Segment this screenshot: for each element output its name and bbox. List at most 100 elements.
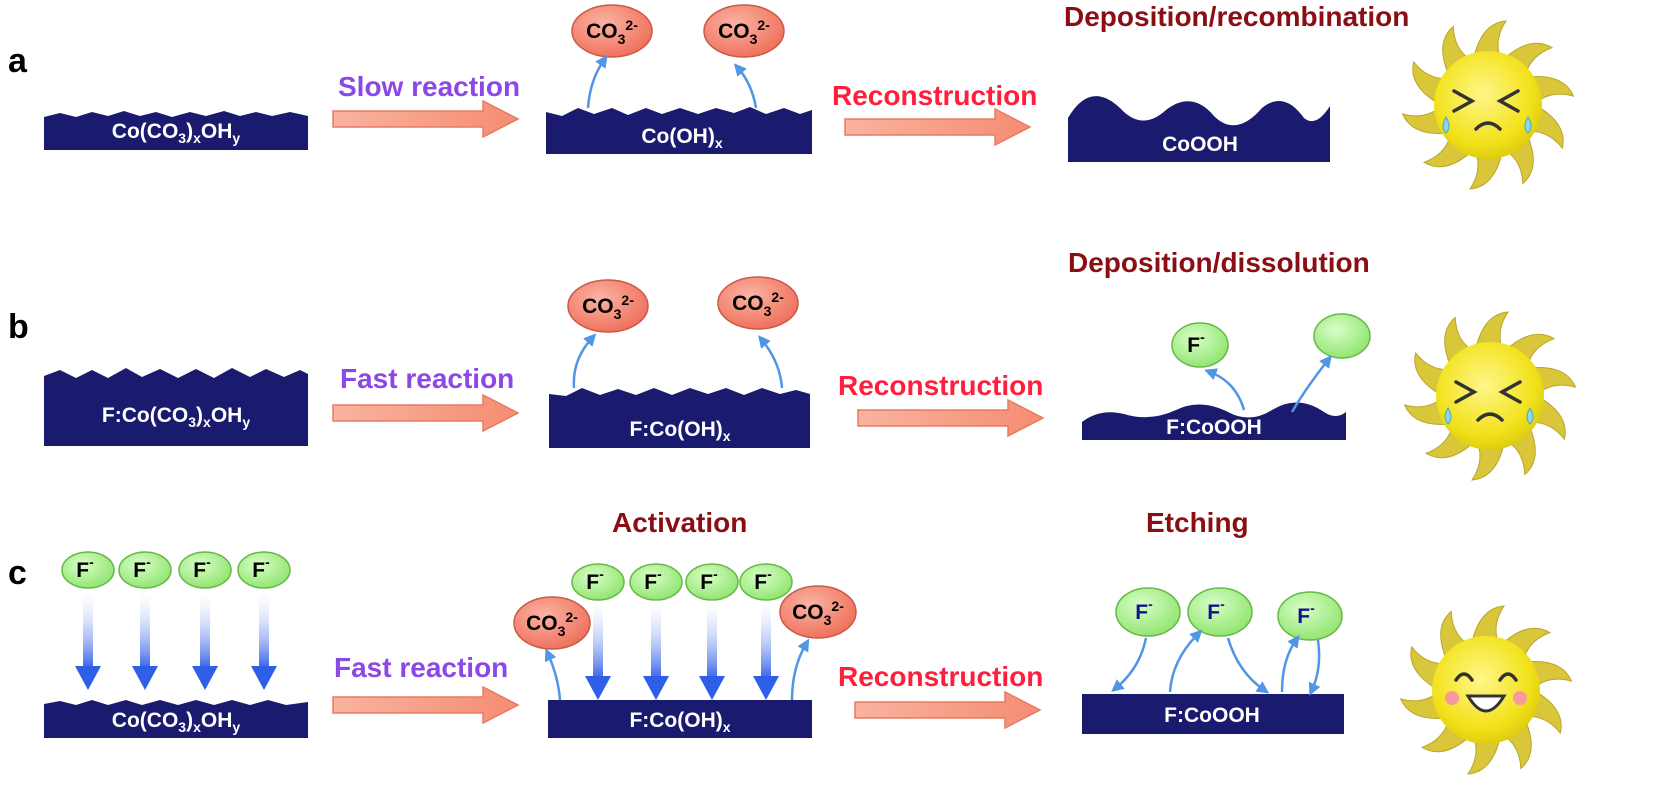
svg-text:F-: F- (700, 566, 718, 594)
oxyhydroxide-block (1068, 96, 1330, 162)
svg-text:CO32-: CO32- (792, 598, 844, 628)
svg-text:F-: F- (193, 554, 211, 582)
hydroxide-label: Co(OH)x (641, 125, 722, 151)
svg-text:F-: F- (252, 554, 270, 582)
panel-b: b F:Co(CO3)xOHy Fast reaction F:Co(OH)x … (8, 247, 1577, 481)
crying-sun-icon (1403, 311, 1577, 481)
carbonate-ion (717, 276, 799, 330)
reconstruction-arrow (854, 691, 1041, 729)
precursor-block (44, 700, 308, 738)
release-arrow (572, 333, 597, 389)
activation-title: Activation (612, 507, 747, 538)
release-arrow (544, 648, 562, 701)
fluoride-ion (1115, 587, 1181, 637)
oxyhydroxide-label: F:CoOOH (1164, 704, 1260, 727)
fluoride-flux-arrow (251, 592, 277, 690)
svg-text:F-: F- (754, 566, 772, 594)
carbonate-ion (703, 4, 785, 58)
reaction-arrow (332, 686, 519, 724)
fluoride-ion (118, 551, 172, 589)
fluoride-ion (629, 563, 683, 601)
svg-text:CO32-: CO32- (732, 289, 784, 319)
smiling-sun-icon (1399, 605, 1573, 775)
fluoride-flux-arrow (192, 592, 218, 690)
hydroxide-label: F:Co(OH)x (629, 709, 730, 735)
etching-title: Etching (1146, 507, 1249, 538)
reconstruction-arrow (857, 399, 1044, 437)
reconstruction-arrow (844, 108, 1031, 146)
svg-text:F-: F- (133, 554, 151, 582)
step2-label: Reconstruction (832, 80, 1037, 111)
step1-label: Fast reaction (340, 363, 514, 394)
fluoride-ion-row: F- F- F- F- (61, 551, 291, 589)
release-arrow (758, 335, 784, 389)
etching-arrow (1280, 634, 1300, 693)
svg-text:CO32-: CO32- (526, 609, 578, 639)
release-arrow (733, 63, 758, 109)
reaction-arrow (332, 394, 519, 432)
etching-arrow (1226, 637, 1270, 694)
hydroxide-block (546, 107, 812, 154)
reaction-arrow (332, 100, 519, 138)
step2-label: Reconstruction (838, 370, 1043, 401)
dissolution-arrow (1290, 355, 1332, 413)
panel-letter-b: b (8, 308, 29, 346)
svg-text:F-: F- (644, 566, 662, 594)
fluoride-ion (1277, 591, 1343, 641)
svg-text:CO32-: CO32- (586, 17, 638, 47)
svg-text:F-: F- (1297, 600, 1315, 628)
svg-text:F-: F- (1207, 596, 1225, 624)
fluoride-ion (1313, 313, 1371, 359)
carbonate-ion (567, 279, 649, 333)
process-title: Deposition/recombination (1064, 1, 1409, 32)
precursor-label: Co(CO3)xOHy (112, 120, 241, 146)
fluoride-flux-arrow (132, 592, 158, 690)
step1-label: Slow reaction (338, 71, 520, 102)
svg-text:CO32-: CO32- (718, 17, 770, 47)
svg-text:F-: F- (586, 566, 604, 594)
sun-ray (1471, 443, 1505, 481)
hydroxide-block (549, 388, 810, 448)
dissolution-arrow (1204, 368, 1246, 411)
fluoride-flux-arrow (643, 602, 669, 700)
oxyhydroxide-block (1082, 402, 1346, 440)
sun-ray (1469, 152, 1503, 190)
precursor-block (44, 111, 308, 150)
etching-arrow (1168, 629, 1203, 693)
carbonate-ion (779, 585, 857, 639)
panel-a: a Co(CO3)xOHy Slow reaction Co(OH)x CO32… (8, 1, 1575, 190)
fluoride-ion (571, 563, 625, 601)
sun-ray (1471, 605, 1505, 643)
oxyhydroxide-label: F:CoOOH (1166, 416, 1262, 439)
hydroxide-label: F:Co(OH)x (629, 418, 730, 444)
step1-label: Fast reaction (334, 652, 508, 683)
fluoride-flux-arrow (699, 602, 725, 700)
sun-ray (1467, 737, 1501, 775)
fluoride-ion (237, 551, 291, 589)
fluoride-ion (739, 563, 793, 601)
hydroxide-block (548, 700, 812, 738)
svg-text:F-: F- (76, 554, 94, 582)
carbonate-ion (571, 4, 653, 58)
process-title: Deposition/dissolution (1068, 247, 1370, 278)
panel-letter-a: a (8, 42, 28, 80)
sun-ray (1473, 20, 1507, 58)
fluoride-ion (1171, 322, 1229, 368)
fluoride-ion (1187, 587, 1253, 637)
release-arrow (586, 54, 608, 109)
etching-arrow (1111, 637, 1148, 693)
oxyhydroxide-label: CoOOH (1162, 133, 1238, 156)
precursor-label: Co(CO3)xOHy (112, 709, 241, 735)
fluoride-ion (178, 551, 232, 589)
oxyhydroxide-block (1082, 694, 1344, 734)
precursor-label: F:Co(CO3)xOHy (102, 404, 250, 430)
precursor-block (44, 368, 308, 446)
svg-text:F-: F- (1135, 596, 1153, 624)
panel-letter-c: c (8, 554, 27, 592)
step2-label: Reconstruction (838, 661, 1043, 692)
fluoride-flux-arrow (75, 592, 101, 690)
etching-arrow (1308, 639, 1321, 696)
svg-text:CO32-: CO32- (582, 292, 634, 322)
release-arrow (790, 638, 810, 701)
